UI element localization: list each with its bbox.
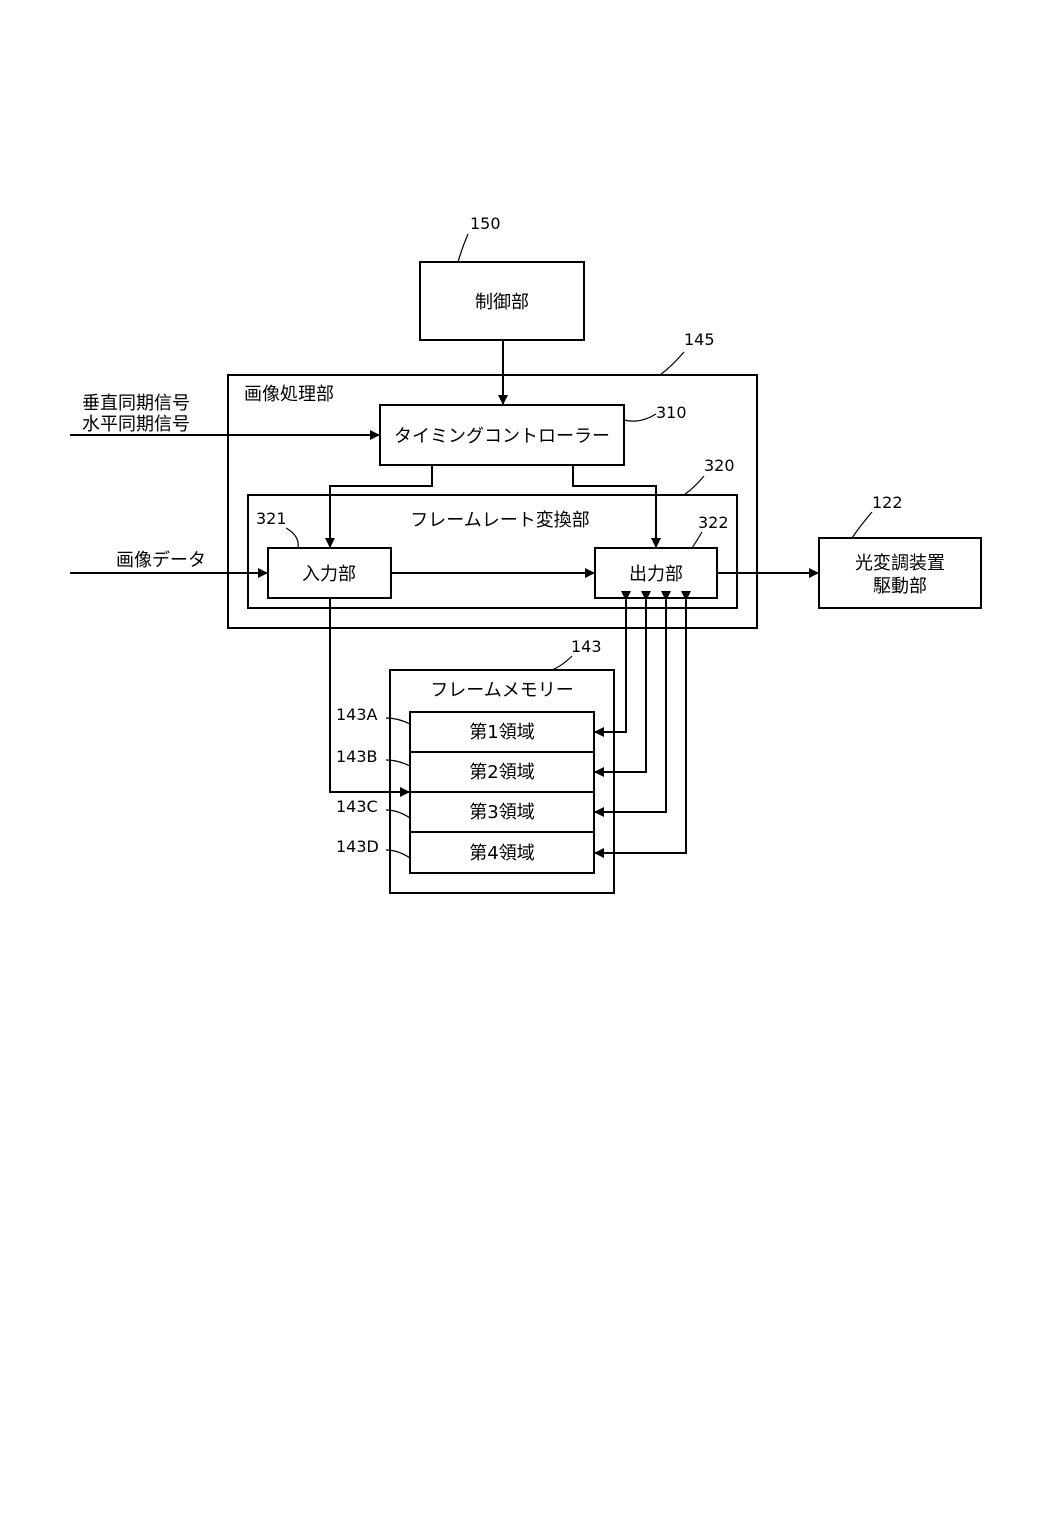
output-region2-link [595,600,646,772]
region-b-ref: 143B [336,747,378,766]
region-c-ref: 143C [336,797,378,816]
region-3-label: 第3領域 [469,802,534,823]
modulator-driver-ref: 122 [872,493,903,512]
output-unit-label: 出力部 [629,564,683,585]
control-unit-leader [458,234,468,262]
frame-memory-leader [552,656,572,670]
input-unit-leader [286,528,298,548]
frame-memory-ref: 143 [571,637,602,656]
input-unit-ref: 321 [256,509,287,528]
image-processing-ref: 145 [684,330,715,349]
timing-controller-ref: 310 [656,403,687,422]
output-region4-link [595,600,686,853]
region-d-ref: 143D [336,837,379,856]
modulator-driver-label-2: 駆動部 [873,576,927,597]
region-1-label: 第1領域 [469,722,534,743]
timing-to-input-arrow [330,465,432,547]
region-a-ref: 143A [336,705,378,724]
control-unit-ref: 150 [470,214,501,233]
timing-controller-leader [624,414,656,421]
timing-to-output-arrow [573,465,656,547]
output-unit-ref: 322 [698,513,729,532]
output-region1-link [595,600,626,732]
modulator-driver-label-1: 光変調装置 [855,553,945,574]
input-unit-label: 入力部 [302,564,356,585]
frame-rate-converter-label: フレームレート変換部 [410,510,589,531]
output-unit-leader [692,532,702,548]
timing-controller-label: タイミングコントローラー [394,426,610,447]
modulator-driver-leader [852,512,872,538]
image-processing-label: 画像処理部 [244,384,334,405]
sync-signal-label-1: 垂直同期信号 [82,393,190,414]
sync-signal-label-2: 水平同期信号 [82,414,190,435]
output-region3-link [595,600,666,812]
frame-rate-converter-leader [684,476,704,495]
image-processing-leader [660,352,684,375]
region-2-label: 第2領域 [469,762,534,783]
region-4-label: 第4領域 [469,843,534,864]
control-unit-label: 制御部 [475,292,529,313]
image-data-label: 画像データ [116,550,206,571]
frame-rate-converter-ref: 320 [704,456,735,475]
frame-memory-label: フレームメモリー [430,680,573,701]
